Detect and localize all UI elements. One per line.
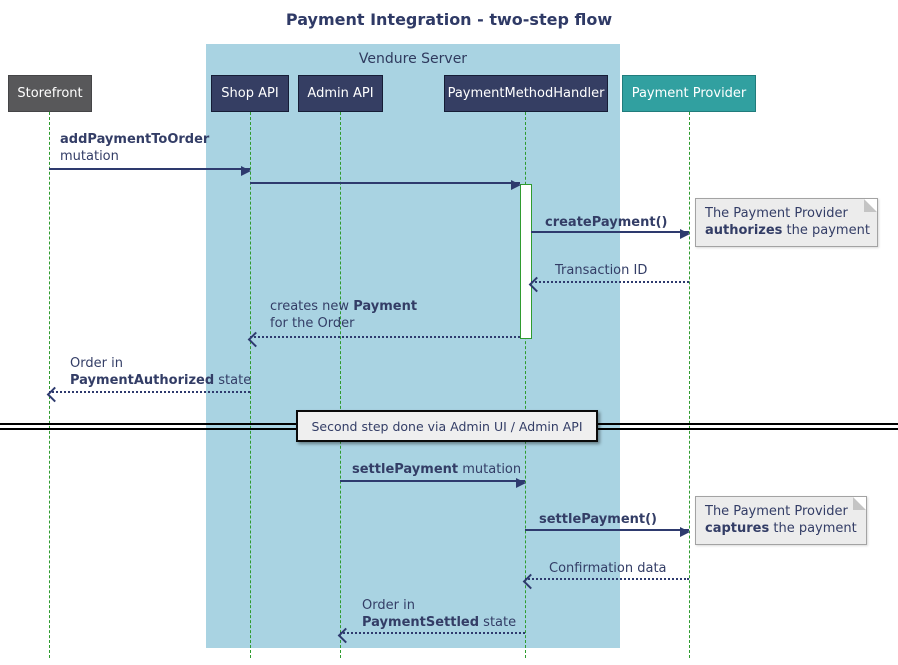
participant-payment-method-handler: PaymentMethodHandler — [444, 75, 608, 112]
message-arrow-add-payment — [49, 166, 251, 176]
message-label-confirmation: Confirmation data — [549, 561, 667, 576]
message-label-order-authorized: Order in PaymentAuthorized state — [70, 356, 252, 388]
message-label-create-payment: createPayment() — [545, 215, 668, 230]
message-arrow-create-payment — [531, 229, 690, 239]
lifeline-admin-api — [340, 112, 341, 658]
participant-admin-api: Admin API — [298, 75, 383, 112]
note-authorize: The Payment Provider authorizes the paym… — [695, 198, 878, 247]
message-arrow-settle-mutation — [340, 478, 526, 488]
divider-label: Second step done via Admin UI / Admin AP… — [311, 418, 583, 434]
lifeline-shop-api — [250, 112, 251, 658]
message-arrow-settle-call — [525, 527, 690, 537]
participant-shop-api: Shop API — [211, 75, 289, 112]
participant-storefront: Storefront — [8, 75, 92, 112]
message-label-settle-call: settlePayment() — [539, 512, 657, 527]
lifeline-storefront — [49, 112, 50, 658]
arrowhead-icon — [511, 180, 521, 190]
message-arrow-order-authorized — [46, 386, 250, 403]
lifeline-payment-provider — [689, 112, 690, 658]
message-arrow-transaction-id — [528, 276, 689, 293]
activation-bar — [520, 184, 532, 339]
message-label-order-settled: Order in PaymentSettled state — [362, 598, 517, 630]
arrowhead-icon — [680, 527, 690, 537]
message-arrow-shop-to-handler — [250, 180, 521, 190]
diagram-title: Payment Integration - two-step flow — [285, 10, 613, 29]
message-arrow-creates-payment — [247, 331, 520, 348]
message-label-creates-payment: creates new Payment for the Order — [270, 299, 418, 331]
message-arrow-confirmation — [522, 573, 689, 590]
note-capture: The Payment Provider captures the paymen… — [695, 496, 867, 545]
vendure-server-frame — [206, 44, 620, 648]
message-label-add-payment: addPaymentToOrder mutation — [60, 132, 210, 164]
vendure-server-label: Vendure Server — [358, 51, 468, 67]
message-label-settle-mutation: settlePayment mutation — [352, 462, 522, 477]
arrowhead-icon — [516, 478, 526, 488]
lifeline-payment-method-handler — [525, 112, 526, 658]
message-label-transaction-id: Transaction ID — [555, 263, 648, 278]
arrowhead-icon — [241, 166, 251, 176]
message-arrow-order-settled — [337, 627, 525, 644]
divider: Second step done via Admin UI / Admin AP… — [296, 410, 598, 442]
arrowhead-icon — [680, 229, 690, 239]
participant-payment-provider: Payment Provider — [622, 75, 756, 112]
